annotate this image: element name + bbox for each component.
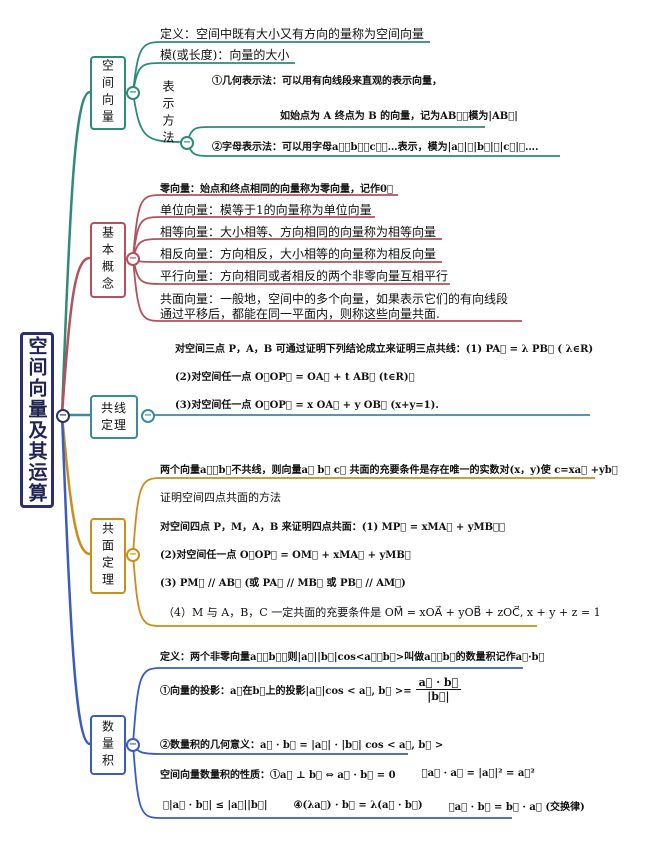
representation-label: 表示方法 <box>161 80 175 148</box>
collapse-button-root[interactable]: − <box>56 409 70 423</box>
node-basic-concepts[interactable]: 基本概念 <box>90 222 126 298</box>
vector-projection: ①向量的投影：a⃗在b⃗上的投影|a⃗|cos < a⃗, b⃗ >= <box>160 686 412 697</box>
zero-vector: 零向量：始点和终点相同的向量称为零向量，记作0⃗ <box>160 184 393 195</box>
coplanar-vector-line1: 共面向量：一般地，空间中的多个向量，如果表示它们的有向线段 <box>160 292 509 306</box>
root-node[interactable]: 空间向量及其运算 <box>20 332 54 508</box>
vector-projection-row: ①向量的投影：a⃗在b⃗上的投影|a⃗|cos < a⃗, b⃗ >= a⃗ ·… <box>160 676 462 703</box>
projection-fraction: a⃗ · b⃗ |b⃗| <box>415 676 462 703</box>
property-5: ⑤a⃗ · b⃗ = b⃗ · a⃗ (交换律) <box>448 802 585 813</box>
collinear-condition-2: (2)对空间任一点 O，OP⃗ = OA⃗ + t AB⃗ (t∈R)； <box>175 372 415 383</box>
geometric-representation-example: 如始点为 A 终点为 B 的向量，记为AB⃗，模为|AB⃗| <box>280 111 518 122</box>
node-collinear-theorem[interactable]: 共线定理 <box>90 395 138 439</box>
opposite-vector: 相反向量：方向相反，大小相等的向量称为相反向量 <box>160 247 437 261</box>
projection-numerator: a⃗ · b⃗ <box>415 676 462 690</box>
projection-denominator: |b⃗| <box>427 690 450 703</box>
dot-product-definition: 定义：两个非零向量a⃗，b⃗，则|a⃗||b⃗|cos<a⃗，b⃗>叫做a⃗，b… <box>160 652 545 663</box>
four-points-coplanar-heading: 证明空间四点共面的方法 <box>160 491 281 504</box>
four-points-method-2: (2)对空间任一点 O，OP⃗ = OM⃗ + xMA⃗ + yMB⃗ <box>160 550 411 561</box>
collapse-button-collinear[interactable]: − <box>141 409 155 423</box>
parallel-vector: 平行向量：方向相同或者相反的两个非零向量互相平行 <box>160 269 449 283</box>
dot-product-geometric-meaning: ②数量积的几何意义：a⃗ · b⃗ = |a⃗| · |b⃗| cos < a⃗… <box>160 740 444 751</box>
property-1: 空间向量数量积的性质：①a⃗ ⊥ b⃗ ⇔ a⃗ · b⃗ = 0 <box>160 770 396 781</box>
unit-vector: 单位向量：模等于1的向量称为单位向量 <box>160 203 372 217</box>
space-vector-modulus: 模(或长度)：向量的大小 <box>160 48 290 62</box>
node-dot-product[interactable]: 数量积 <box>90 715 126 775</box>
collinear-condition-1: 对空间三点 P，A，B 可通过证明下列结论成立来证明三点共线：(1) PA⃗ =… <box>175 344 594 355</box>
letter-representation: ②字母表示法：可以用字母a⃗，b⃗，c⃗，…表示，模为|a⃗|，|b⃗|，|c⃗… <box>212 142 539 153</box>
node-coplanar-theorem[interactable]: 共面定理 <box>90 518 126 594</box>
property-2: ②a⃗ · a⃗ = |a⃗|² = a⃗² <box>421 768 535 779</box>
four-points-method-4: （4）M 与 A，B，C 一定共面的充要条件是 OM⃗ = xOA⃗ + yOB… <box>163 606 601 619</box>
collapse-button-basic-concepts[interactable]: − <box>126 252 140 266</box>
properties-row-1: 空间向量数量积的性质：①a⃗ ⊥ b⃗ ⇔ a⃗ · b⃗ = 0 ②a⃗ · … <box>160 766 535 781</box>
collapse-button-space-vector[interactable]: − <box>126 86 140 100</box>
coplanar-condition: 两个向量a⃗，b⃗不共线，则向量a⃗ b⃗ c⃗ 共面的充要条件是存在唯一的实数… <box>160 465 618 476</box>
space-vector-definition: 定义：空间中既有大小又有方向的量称为空间向量 <box>160 27 425 41</box>
properties-row-2: ③|a⃗ · b⃗| ≤ |a⃗||b⃗| ④(λa⃗) · b⃗ = λ(a⃗… <box>163 798 585 813</box>
equal-vector: 相等向量：大小相等、方向相同的向量称为相等向量 <box>160 225 437 239</box>
collinear-condition-3: (3)对空间任一点 O，OP⃗ = x OA⃗ + y OB⃗ (x+y=1). <box>175 400 439 411</box>
four-points-method-3: (3) PM⃗ // AB⃗ (或 PA⃗ // MB⃗ 或 PB⃗ // AM… <box>160 578 406 589</box>
four-points-method-1: 对空间四点 P，M，A，B 来证明四点共面：(1) MP⃗ = xMA⃗ + y… <box>160 522 506 533</box>
collapse-button-dot-product[interactable]: − <box>126 738 140 752</box>
property-4: ④(λa⃗) · b⃗ = λ(a⃗ · b⃗) <box>293 800 423 811</box>
property-3: ③|a⃗ · b⃗| ≤ |a⃗||b⃗| <box>163 800 268 811</box>
geometric-representation: ①几何表示法：可以用有向线段来直观的表示向量， <box>212 76 442 87</box>
collapse-button-representation[interactable]: − <box>180 136 194 150</box>
collapse-button-coplanar[interactable]: − <box>126 548 140 562</box>
coplanar-vector-line2: 通过平移后，都能在同一平面内，则称这些向量共面. <box>160 307 440 321</box>
node-space-vector[interactable]: 空间向量 <box>90 56 126 130</box>
